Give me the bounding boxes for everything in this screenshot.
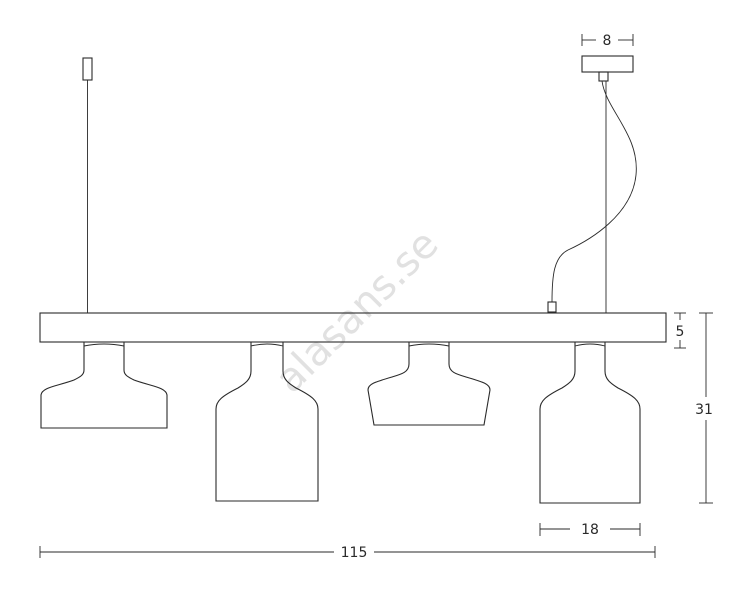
- dimension-shade-width: 18: [539, 522, 641, 538]
- dimension-total-width: 115: [39, 545, 656, 561]
- left-cable-clamp: [82, 57, 93, 81]
- lamp-shade-4: [539, 342, 641, 504]
- left-suspension: [82, 57, 93, 313]
- dimension-bar-height: 5: [674, 312, 686, 349]
- ceiling-cup: [581, 55, 634, 73]
- dim-label-shade-width: 18: [581, 522, 599, 538]
- shade-4-neck: [574, 343, 606, 347]
- cable-entry: [547, 301, 557, 313]
- dim-label-bar-height: 5: [676, 324, 685, 340]
- dim-label-total-height: 31: [695, 402, 713, 418]
- shade-2-neck: [250, 343, 284, 347]
- shade-3-neck: [408, 343, 450, 347]
- watermark-text: alasans.se: [267, 221, 448, 402]
- power-cable: [551, 80, 637, 303]
- dim-label-ceiling-cup: 8: [603, 33, 612, 49]
- lamp-shade-3: [367, 342, 491, 426]
- dimension-total-height: 31: [695, 312, 713, 504]
- dimension-ceiling-cup-width: 8: [581, 33, 634, 49]
- dim-label-total-width: 115: [341, 545, 368, 561]
- lamp-shade-1: [40, 342, 168, 429]
- lamp-shade-2: [215, 342, 319, 502]
- lamp-bar: [39, 312, 667, 343]
- shade-1-neck: [83, 343, 125, 347]
- cup-connector: [598, 71, 609, 82]
- right-suspension: [547, 55, 637, 313]
